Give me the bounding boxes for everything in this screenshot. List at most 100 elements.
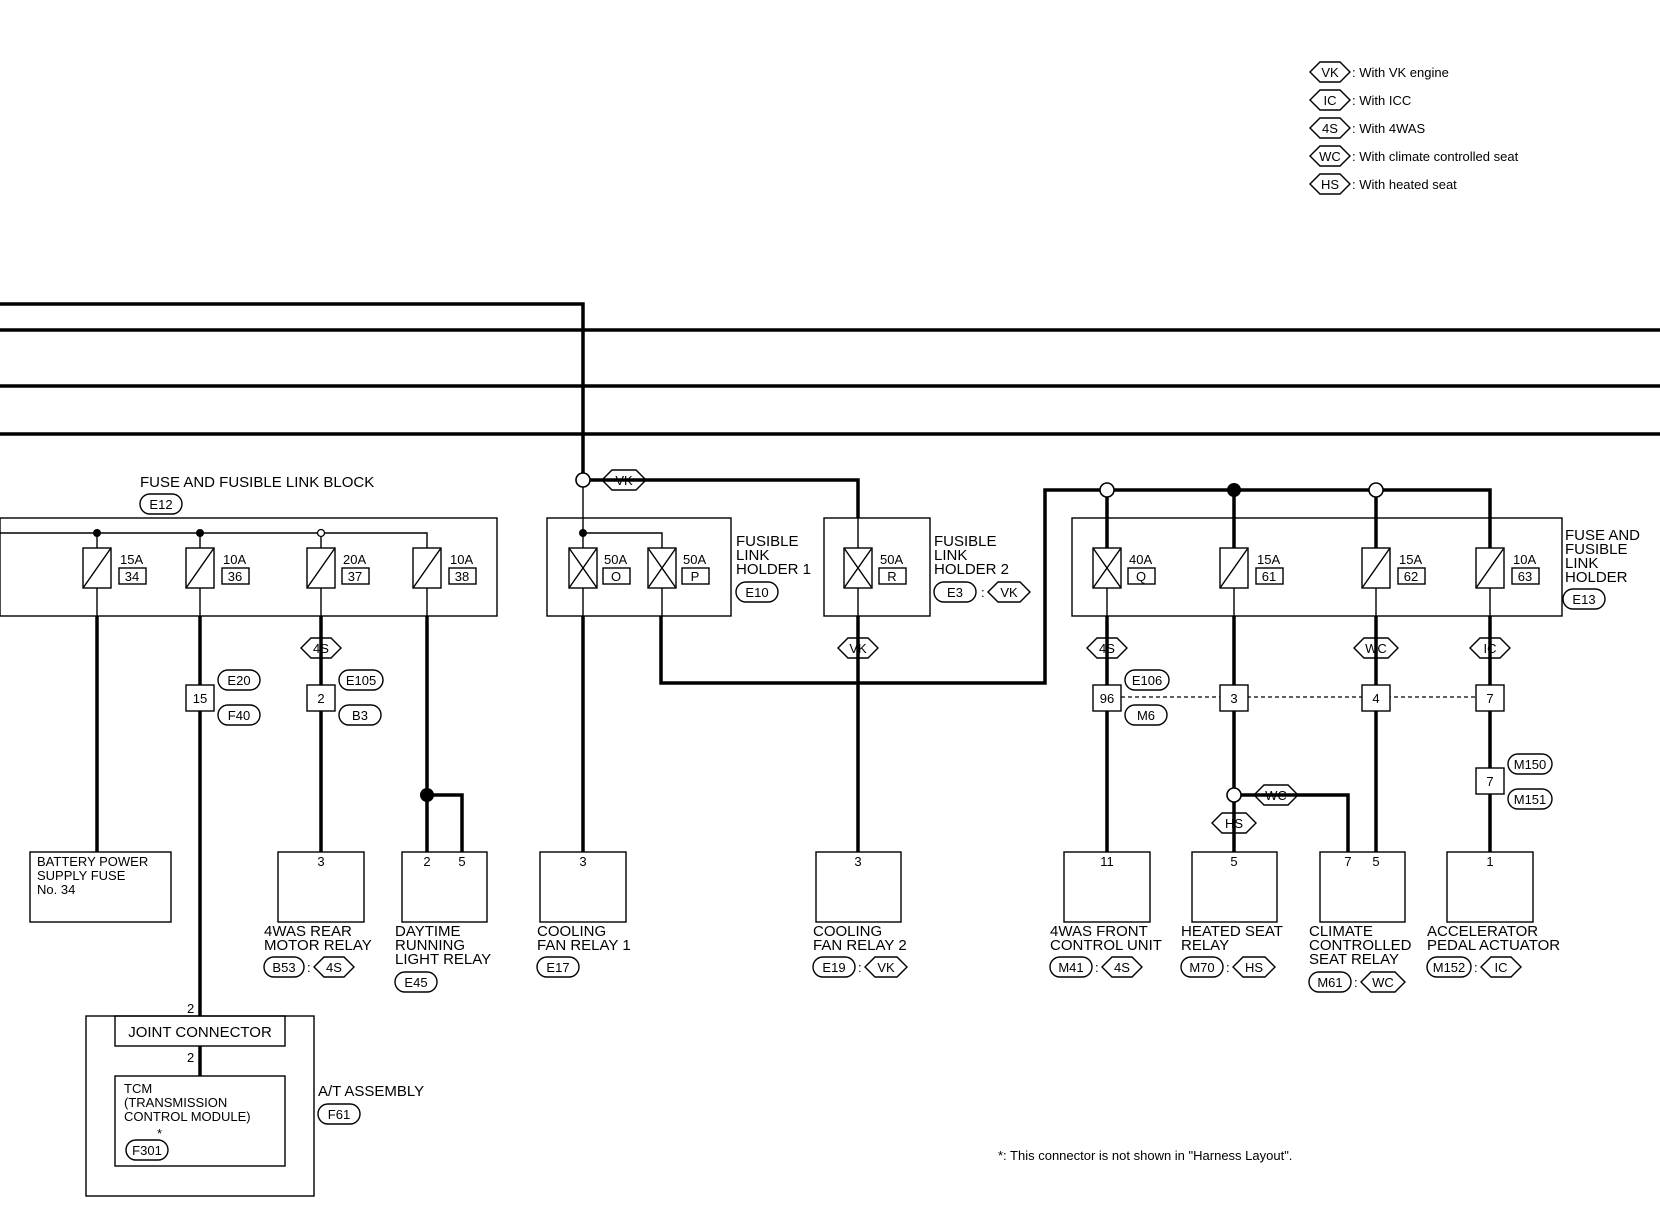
option-tag: 4S xyxy=(1099,641,1115,656)
component-label: 4WAS REAR xyxy=(264,923,352,940)
connector-pin: 4 xyxy=(1372,691,1379,706)
cooling-fan-relay-1: 3 COOLING FAN RELAY 1 E17 xyxy=(536,851,631,978)
svg-text::: : xyxy=(981,585,985,600)
legend-text: : With 4WAS xyxy=(1352,121,1426,136)
tcm-label: CONTROL MODULE) xyxy=(124,1109,251,1124)
option-tag: VK xyxy=(615,473,633,488)
4was-rear-motor-relay: 3 4WAS REAR MOTOR RELAY B53 : 4S xyxy=(263,851,372,978)
legend-code: IC xyxy=(1324,93,1337,108)
component-option: HS xyxy=(1245,960,1263,975)
component-label: CONTROLLED xyxy=(1309,937,1412,954)
component-connector: B53 xyxy=(272,960,295,975)
fl1-label-2: LINK xyxy=(736,547,769,564)
component-label: COOLING xyxy=(537,923,606,940)
legend-item-4s: 4S : With 4WAS xyxy=(1309,117,1426,139)
component-label: No. 34 xyxy=(37,882,75,897)
4was-front-control-unit: 11 4WAS FRONT CONTROL UNIT M41 : 4S xyxy=(1049,851,1162,978)
fuse-O: 50A O xyxy=(568,547,631,589)
fuse-number: 62 xyxy=(1404,569,1418,584)
component-option: IC xyxy=(1495,960,1508,975)
component-label: MOTOR RELAY xyxy=(264,937,372,954)
option-tag: 4S xyxy=(313,641,329,656)
fuse-P: 50A P xyxy=(647,547,710,589)
connector-id: B3 xyxy=(352,708,368,723)
connector-id: M6 xyxy=(1137,708,1155,723)
component-pin: 11 xyxy=(1100,854,1114,869)
component-label: CONTROL UNIT xyxy=(1050,937,1162,954)
fuse-37: 20A 37 xyxy=(306,547,370,589)
component-label: 4WAS FRONT xyxy=(1050,923,1148,940)
fl1-connector: E10 xyxy=(745,585,768,600)
power-bus xyxy=(0,302,1660,478)
at-assembly: 2 JOINT CONNECTOR 2 TCM (TRANSMISSION CO… xyxy=(85,1001,424,1197)
fuse-block-title: FUSE AND FUSIBLE LINK BLOCK xyxy=(140,474,374,491)
cooling-fan-relay-2: 3 COOLING FAN RELAY 2 E19 : VK xyxy=(812,851,908,978)
component-pin: 2 xyxy=(423,854,430,869)
option-tag: HS xyxy=(1225,816,1243,831)
component-label: RUNNING xyxy=(395,937,465,954)
fuse-number: 34 xyxy=(125,569,139,584)
component-option: 4S xyxy=(1114,960,1130,975)
fuse-amp: 50A xyxy=(880,552,903,567)
component-label: FAN RELAY 2 xyxy=(813,937,907,954)
fuse-amp: 10A xyxy=(450,552,473,567)
inline-connector-96: 96 E106 M6 xyxy=(1092,669,1170,726)
connector-id: M151 xyxy=(1514,792,1547,807)
svg-text::: : xyxy=(1226,960,1230,975)
connector-pin: 96 xyxy=(1100,691,1114,706)
fuse-amp: 50A xyxy=(604,552,627,567)
component-pin: 2 xyxy=(187,1050,194,1065)
accelerator-pedal-actuator: 1 ACCELERATOR PEDAL ACTUATOR M152 : IC xyxy=(1426,851,1560,978)
at-assembly-connector: F61 xyxy=(328,1107,350,1122)
component-pin: 5 xyxy=(1372,854,1379,869)
component-label: RELAY xyxy=(1181,937,1229,954)
component-pin: 5 xyxy=(1230,854,1237,869)
inline-connector-7b: 7 M150 M151 xyxy=(1475,753,1553,810)
component-pin: 5 xyxy=(458,854,465,869)
tcm-connector: F301 xyxy=(132,1143,162,1158)
legend-text: : With heated seat xyxy=(1352,177,1457,192)
fl2-label-3: HOLDER 2 xyxy=(934,561,1009,578)
legend-text: : With VK engine xyxy=(1352,65,1449,80)
svg-text::: : xyxy=(1354,975,1358,990)
fuse-number: 38 xyxy=(455,569,469,584)
component-label: HEATED SEAT xyxy=(1181,923,1283,940)
fuse-38: 10A 38 xyxy=(412,547,477,589)
wires xyxy=(95,616,1492,1016)
component-label: DAYTIME xyxy=(395,923,461,940)
component-label: SEAT RELAY xyxy=(1309,951,1399,968)
component-label: ACCELERATOR xyxy=(1427,923,1538,940)
climate-controlled-seat-relay: 7 5 CLIMATE CONTROLLED SEAT RELAY M61 : … xyxy=(1308,851,1412,993)
daytime-running-light-relay: 2 5 DAYTIME RUNNING LIGHT RELAY E45 xyxy=(394,851,491,993)
legend-item-ic: IC : With ICC xyxy=(1309,89,1411,111)
component-label: LIGHT RELAY xyxy=(395,951,491,968)
ffl-connector: E13 xyxy=(1572,592,1595,607)
fuse-number: O xyxy=(611,569,621,584)
option-tag: VK xyxy=(849,641,867,656)
component-pin: 1 xyxy=(1486,854,1493,869)
option-tag: IC xyxy=(1484,641,1497,656)
component-pin: 3 xyxy=(317,854,324,869)
component-pin: 7 xyxy=(1344,854,1351,869)
fuse-number: 63 xyxy=(1518,569,1532,584)
fuse-Q: 40A Q xyxy=(1092,547,1156,589)
connector-id: E20 xyxy=(227,673,250,688)
legend-text: : With ICC xyxy=(1352,93,1411,108)
component-connector: M70 xyxy=(1189,960,1214,975)
fuse-63: 10A 63 xyxy=(1475,547,1540,589)
inline-connector-3: 3 xyxy=(1219,684,1249,712)
fl2-option: VK xyxy=(1000,585,1018,600)
fuse-number: 61 xyxy=(1262,569,1276,584)
component-label: SUPPLY FUSE xyxy=(37,868,126,883)
inline-connector-4: 4 xyxy=(1361,684,1391,712)
fuse-number: P xyxy=(691,569,700,584)
connector-id: E105 xyxy=(346,673,376,688)
svg-text::: : xyxy=(307,960,311,975)
component-label: PEDAL ACTUATOR xyxy=(1427,937,1560,954)
component-option: WC xyxy=(1372,975,1394,990)
fuse-amp: 15A xyxy=(1399,552,1422,567)
inline-connector-15: 15 E20 F40 xyxy=(185,669,261,726)
fuse-amp: 20A xyxy=(343,552,366,567)
fuse-amp: 10A xyxy=(223,552,246,567)
